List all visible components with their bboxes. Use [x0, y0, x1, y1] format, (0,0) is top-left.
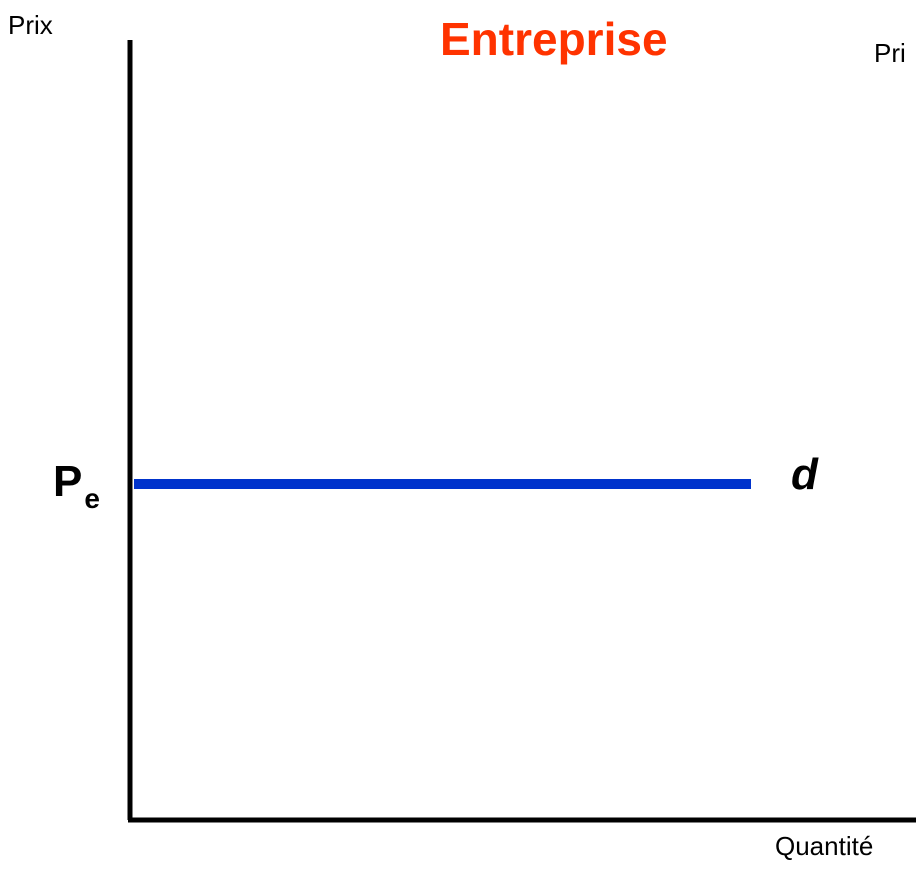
- price-level-main: P: [53, 457, 82, 506]
- price-level-subscript: e: [84, 483, 100, 514]
- demand-curve-label: d: [791, 450, 819, 499]
- y-axis-label: Prix: [8, 10, 53, 40]
- chart-title: Entreprise: [440, 13, 668, 65]
- price-level-label: Pe: [53, 457, 100, 514]
- right-panel-cutoff-label: Pri: [874, 38, 906, 68]
- x-axis-label: Quantité: [775, 831, 873, 861]
